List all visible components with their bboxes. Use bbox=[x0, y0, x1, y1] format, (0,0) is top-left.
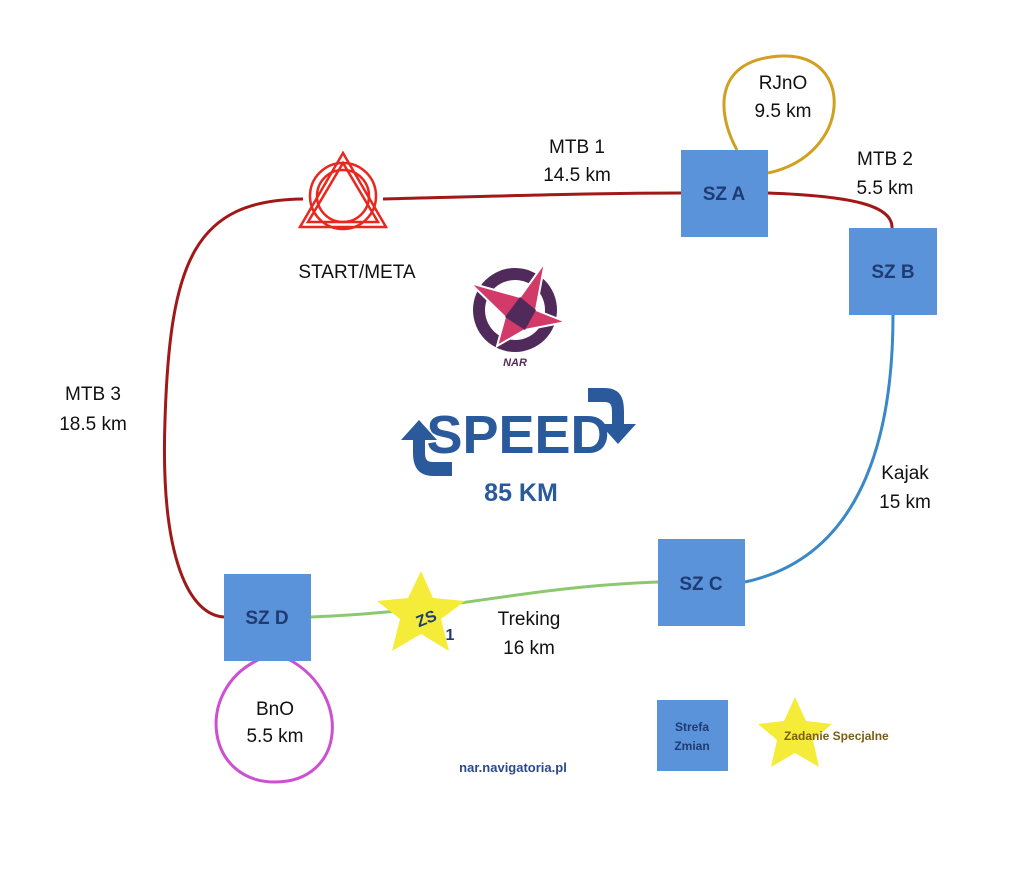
treking-route bbox=[310, 580, 659, 619]
zone-sz-b-label: SZ B bbox=[871, 262, 914, 283]
cycle-arrows-icon bbox=[401, 388, 636, 476]
zone-sz-c-label: SZ C bbox=[679, 574, 723, 595]
bno-name: BnO bbox=[256, 699, 294, 720]
mtb1-route bbox=[382, 191, 682, 201]
mtb3-route bbox=[162, 197, 304, 619]
route-lines bbox=[162, 54, 895, 784]
zone-sz-a: SZ A bbox=[681, 150, 768, 237]
mtb1-dist: 14.5 km bbox=[543, 165, 611, 186]
mtb2-name: MTB 2 bbox=[857, 149, 913, 170]
rjno-loop bbox=[722, 54, 836, 175]
legend: Strefa Zmian Zadanie Specjalne bbox=[657, 697, 889, 771]
kajak-dist: 15 km bbox=[879, 492, 931, 513]
mtb1-name: MTB 1 bbox=[549, 137, 605, 158]
legend-star-icon bbox=[758, 697, 832, 767]
bno-loop bbox=[214, 658, 334, 784]
zone-sz-b: SZ B bbox=[849, 228, 937, 315]
legend-zone-label-2: Zmian bbox=[674, 739, 709, 753]
start-triangle-circle-icon bbox=[297, 150, 389, 231]
zone-sz-d: SZ D bbox=[224, 574, 311, 661]
total-distance: 85 KM bbox=[484, 479, 558, 507]
start-meta-label: START/META bbox=[298, 262, 416, 283]
zone-sz-c: SZ C bbox=[658, 539, 745, 626]
mtb3-dist: 18.5 km bbox=[59, 414, 127, 435]
legend-zone-label-1: Strefa bbox=[675, 720, 709, 734]
special-task-star-icon: ZS 1 bbox=[377, 571, 465, 651]
mtb2-dist: 5.5 km bbox=[856, 178, 913, 199]
bno-dist: 5.5 km bbox=[246, 726, 303, 747]
special-task-number: 1 bbox=[446, 627, 455, 644]
speed-title: SPEED bbox=[426, 405, 609, 465]
mtb2-route bbox=[767, 191, 894, 229]
legend-star-label: Zadanie Specjalne bbox=[784, 729, 889, 743]
website-url: nar.navigatoria.pl bbox=[459, 760, 567, 775]
zone-sz-a-label: SZ A bbox=[703, 184, 746, 205]
rjno-dist: 9.5 km bbox=[754, 101, 811, 122]
nar-compass-star-icon bbox=[469, 261, 570, 352]
kajak-route bbox=[744, 314, 895, 584]
treking-dist: 16 km bbox=[503, 638, 555, 659]
zone-sz-d-label: SZ D bbox=[245, 608, 288, 629]
mtb3-name: MTB 3 bbox=[65, 384, 121, 405]
kajak-name: Kajak bbox=[881, 463, 929, 484]
nar-logo-text: NAR bbox=[503, 357, 527, 369]
treking-name: Treking bbox=[498, 609, 561, 630]
legend-zone-swatch bbox=[657, 700, 728, 771]
rjno-name: RJnO bbox=[759, 73, 808, 94]
special-task-label: ZS bbox=[414, 608, 440, 632]
